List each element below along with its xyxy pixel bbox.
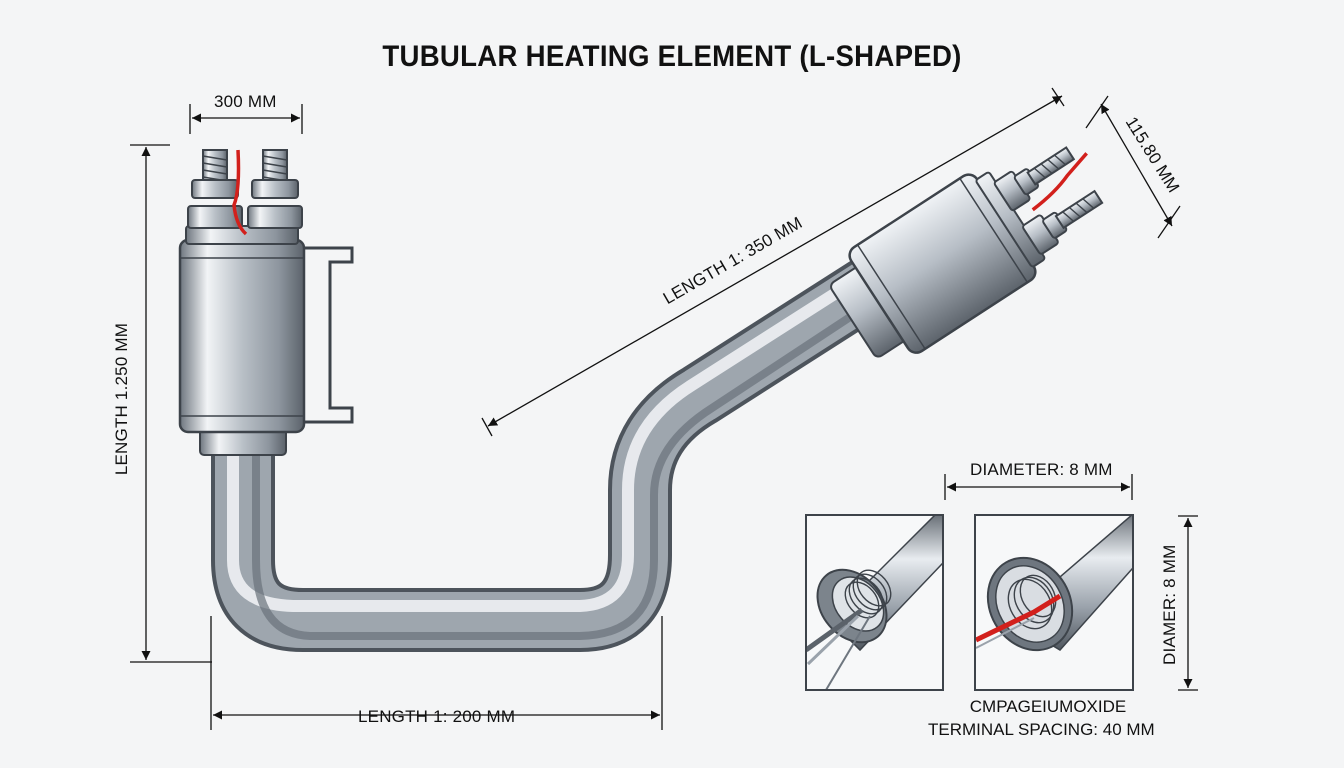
inset-cross-section-1 [805, 514, 944, 691]
dim-left-length: LENGTH 1.250 MM [112, 322, 131, 476]
heating-tube [211, 253, 898, 652]
inset-cross-section-2 [974, 514, 1134, 691]
dimension-lines [130, 87, 1198, 730]
dim-inset-diameter: DIAMETER: 8 MM [970, 460, 1113, 479]
right-terminal-housing [830, 146, 1104, 358]
inset-caption-material: CMPAGEIUMOXIDE [969, 697, 1127, 716]
inset-caption-spacing: TERMINAL SPACING: 40 MM [928, 720, 1155, 739]
diagram-title: TUBULAR HEATING ELEMENT (L-SHAPED) [382, 40, 962, 73]
dim-inset-diameter-side: DIAMER: 8 MM [1160, 544, 1179, 665]
left-terminal-housing [178, 149, 354, 456]
dim-top-width: 300 MM [214, 92, 277, 111]
dim-bottom-length: LENGTH 1: 200 MM [358, 707, 516, 726]
left-wire [232, 149, 248, 236]
